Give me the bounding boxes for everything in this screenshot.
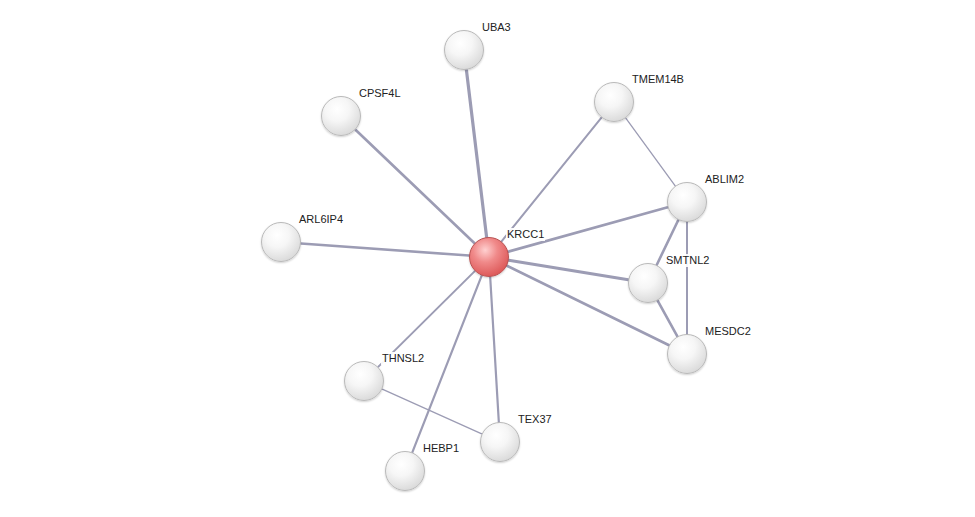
protein-node	[321, 96, 361, 136]
interaction-edge	[626, 118, 675, 186]
query-protein-node	[469, 237, 509, 277]
protein-node	[385, 451, 425, 491]
node-label: KRCC1	[506, 228, 545, 241]
node-label: THNSL2	[381, 352, 425, 365]
node-label: HEBP1	[422, 442, 460, 455]
node-label: ARL6IP4	[298, 213, 344, 226]
node-label: CPSF4L	[358, 87, 402, 100]
interaction-edge	[490, 277, 499, 422]
protein-node	[594, 82, 634, 122]
interaction-edge	[658, 301, 678, 337]
interaction-edge	[378, 271, 475, 367]
protein-node	[444, 30, 484, 70]
node-label: MESDC2	[704, 325, 752, 338]
interaction-edge	[355, 130, 474, 243]
interaction-edge	[301, 243, 469, 255]
node-label: ABLIM2	[704, 173, 745, 186]
interaction-edge	[466, 70, 486, 237]
protein-node	[261, 222, 301, 262]
interaction-edge	[382, 389, 482, 434]
node-label: TEX37	[517, 413, 553, 426]
interaction-edge	[502, 118, 602, 242]
protein-node	[628, 263, 668, 303]
interaction-edge	[686, 222, 688, 334]
protein-node	[667, 334, 707, 374]
protein-node	[667, 182, 707, 222]
node-label: SMTNL2	[665, 254, 710, 267]
node-label: UBA3	[481, 21, 512, 34]
protein-node	[344, 361, 384, 401]
node-label: TMEM14B	[631, 73, 685, 86]
protein-node	[480, 422, 520, 462]
